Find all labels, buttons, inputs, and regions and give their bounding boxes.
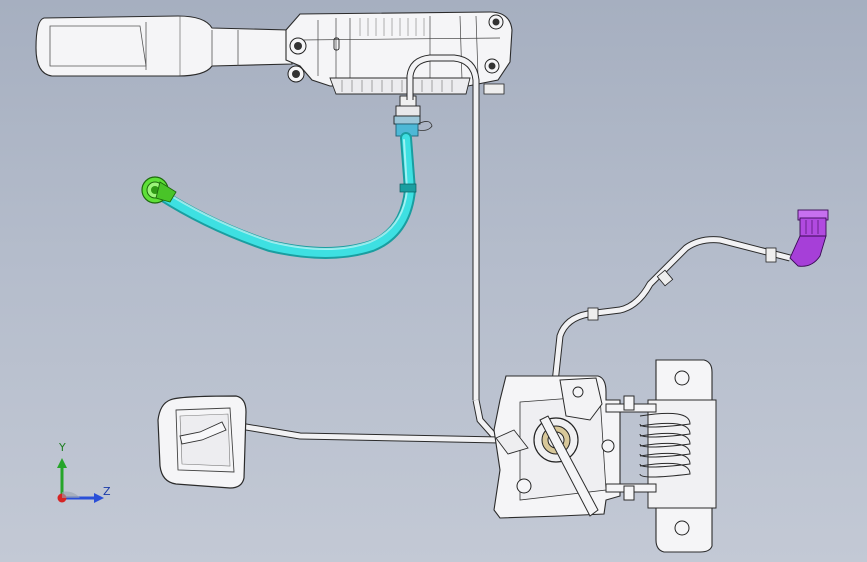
- triad-axes: [57, 458, 104, 503]
- pedal-lever-assembly[interactable]: [35, 11, 513, 95]
- latch-mechanism[interactable]: [493, 359, 717, 553]
- hose-fitting[interactable]: [393, 95, 433, 137]
- lever-arm[interactable]: [35, 15, 293, 77]
- lower-cable[interactable]: [239, 422, 501, 444]
- upper-cable[interactable]: [406, 54, 499, 441]
- mount-hole: [289, 37, 307, 55]
- coordinate-triad-icon: Y Z: [40, 436, 120, 516]
- release-handle[interactable]: [157, 395, 247, 489]
- right-cable[interactable]: [550, 236, 791, 393]
- mount-hole: [287, 65, 305, 83]
- plate-hole: [674, 370, 690, 386]
- pedal-housing[interactable]: [285, 11, 513, 87]
- green-end-fitting[interactable]: [141, 176, 177, 204]
- purple-connector[interactable]: [789, 209, 829, 267]
- y-axis-label: Y: [59, 441, 66, 454]
- mount-hole: [488, 14, 504, 30]
- mount-hole: [484, 58, 500, 74]
- cyan-fluid-hose[interactable]: [154, 132, 417, 259]
- plate-hole: [674, 520, 690, 536]
- return-spring: [639, 412, 691, 478]
- z-axis-label: Z: [103, 485, 111, 498]
